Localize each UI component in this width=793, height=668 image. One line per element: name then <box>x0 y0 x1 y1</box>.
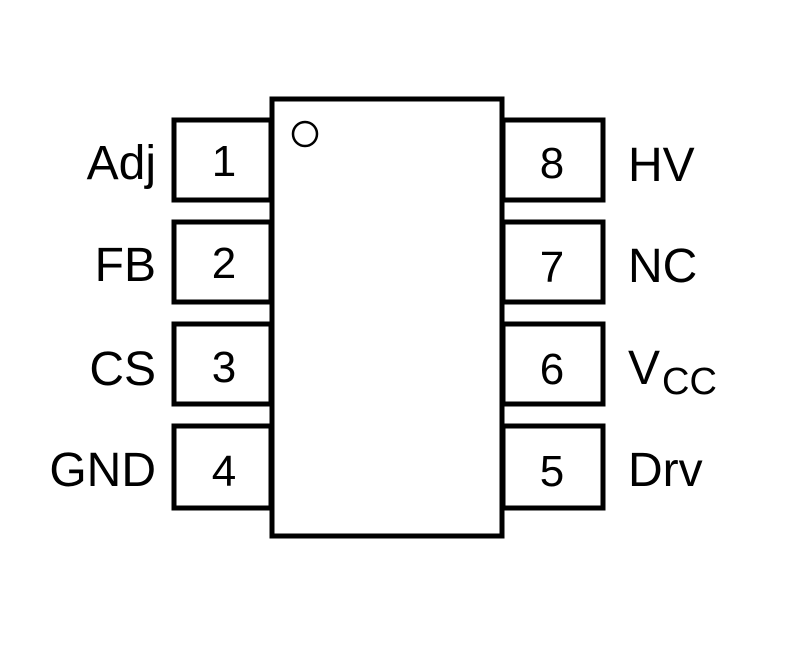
pin-1-indicator-icon <box>291 120 319 148</box>
pin-5-number: 5 <box>540 447 564 496</box>
pin-2-box <box>171 219 274 305</box>
pin-2: 2 FB <box>95 219 274 305</box>
pin-8-box <box>500 117 606 203</box>
pin-6-label: VCC <box>628 342 717 403</box>
pin-8-number: 8 <box>540 139 564 188</box>
pin-3-number: 3 <box>212 343 236 392</box>
pin-3-label: CS <box>89 343 156 396</box>
pin-8: 8 HV <box>500 117 695 203</box>
pin-7-label: NC <box>628 240 697 293</box>
pin-2-number: 2 <box>212 239 236 288</box>
pin-6-box <box>500 321 606 407</box>
ic-body <box>269 96 505 539</box>
pin-2-label: FB <box>95 239 156 292</box>
pin-3-box <box>171 321 274 407</box>
pin-4-label: GND <box>49 444 156 497</box>
pin-7-number: 7 <box>540 243 564 292</box>
pin-3: 3 CS <box>89 321 274 407</box>
pin-6: 6 VCC <box>500 321 717 407</box>
pin-1-label: Adj <box>87 137 156 190</box>
pin-6-label-main: V <box>628 342 660 395</box>
pin-1: 1 Adj <box>87 117 274 203</box>
pin-6-label-subscript: CC <box>662 361 717 403</box>
pin-4: 4 GND <box>49 423 274 511</box>
pin-5: 5 Drv <box>500 423 703 511</box>
pin-6-number: 6 <box>540 345 564 394</box>
pin-7: 7 NC <box>500 219 697 305</box>
pin-8-label: HV <box>628 139 695 192</box>
pin-4-number: 4 <box>212 447 236 496</box>
pin-1-box <box>171 117 274 203</box>
pin-5-label: Drv <box>628 444 703 497</box>
pin-1-number: 1 <box>212 137 236 186</box>
